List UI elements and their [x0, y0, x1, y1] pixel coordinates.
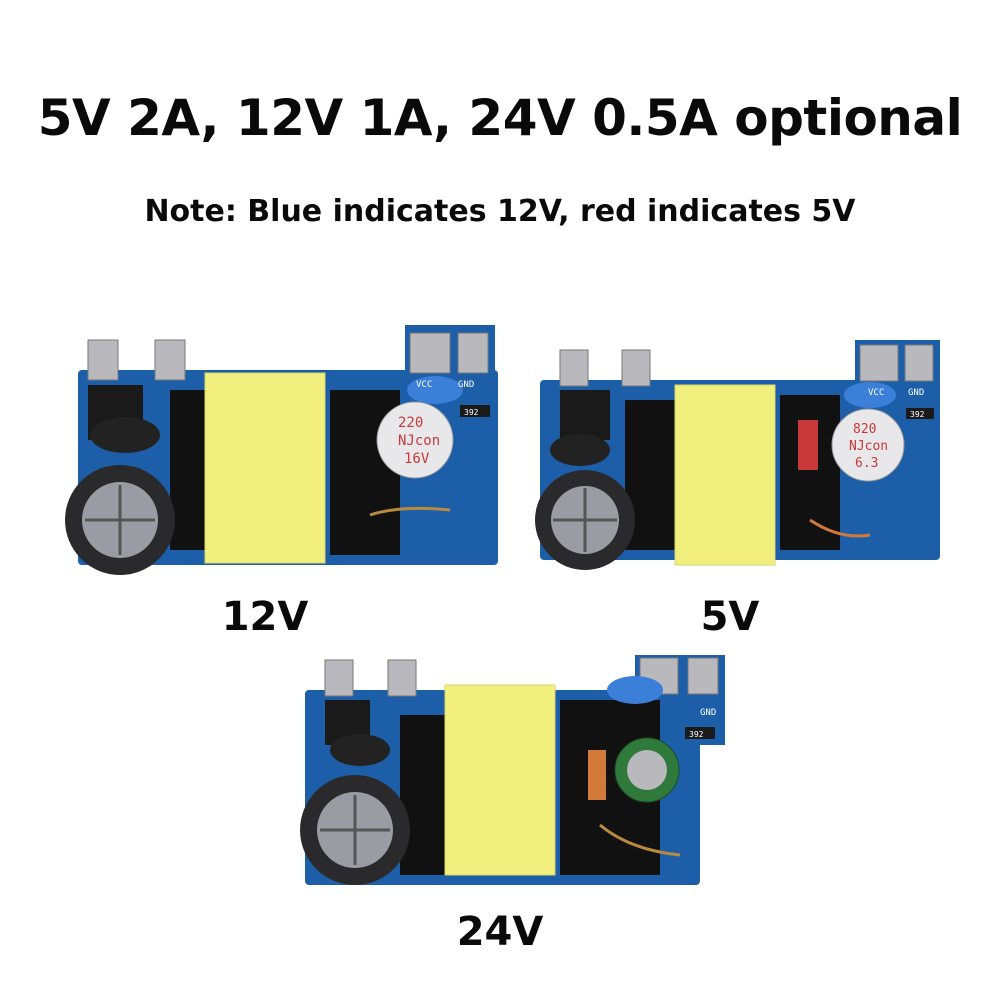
silk-gnd-5v: GND: [908, 388, 924, 398]
cap-brand-5v: NJcon: [849, 439, 888, 454]
module-label-24v: 24V: [456, 909, 544, 955]
pcb-12v-illustration: 220 NJcon 16V GND VCC 392: [65, 325, 498, 575]
cap-value-5v: 820: [853, 422, 876, 437]
cap-voltage-5v: 6.3: [855, 456, 878, 471]
silk-vcc-12v: VCC: [416, 380, 432, 390]
resistor-code-5v: 392: [910, 410, 925, 419]
cap-value-12v: 220: [398, 415, 423, 431]
headline: 5V 2A, 12V 1A, 24V 0.5A optional: [37, 89, 963, 147]
silk-gnd-12v: GND: [458, 380, 474, 390]
module-label-12v: 12V: [221, 594, 309, 640]
resistor-code-24v: 392: [689, 730, 704, 739]
module-label-5v: 5V: [700, 594, 760, 640]
pcb-5v-illustration: 820 NJcon 6.3 GND VCC 392: [535, 340, 940, 570]
silk-gnd-24v: GND: [700, 708, 716, 718]
pcb-24v-illustration: GND 392: [300, 655, 725, 885]
resistor-code-12v: 392: [464, 408, 479, 417]
module-12v-photo: 220 NJcon 16V GND VCC 392: [60, 325, 510, 575]
note-text: Note: Blue indicates 12V, red indicates …: [144, 194, 856, 229]
module-5v-photo: 820 NJcon 6.3 GND VCC 392: [530, 340, 950, 575]
module-24v-photo: GND 392: [290, 655, 730, 890]
silk-vcc-5v: VCC: [868, 388, 884, 398]
cap-voltage-12v: 16V: [404, 451, 430, 467]
cap-brand-12v: NJcon: [398, 433, 440, 449]
